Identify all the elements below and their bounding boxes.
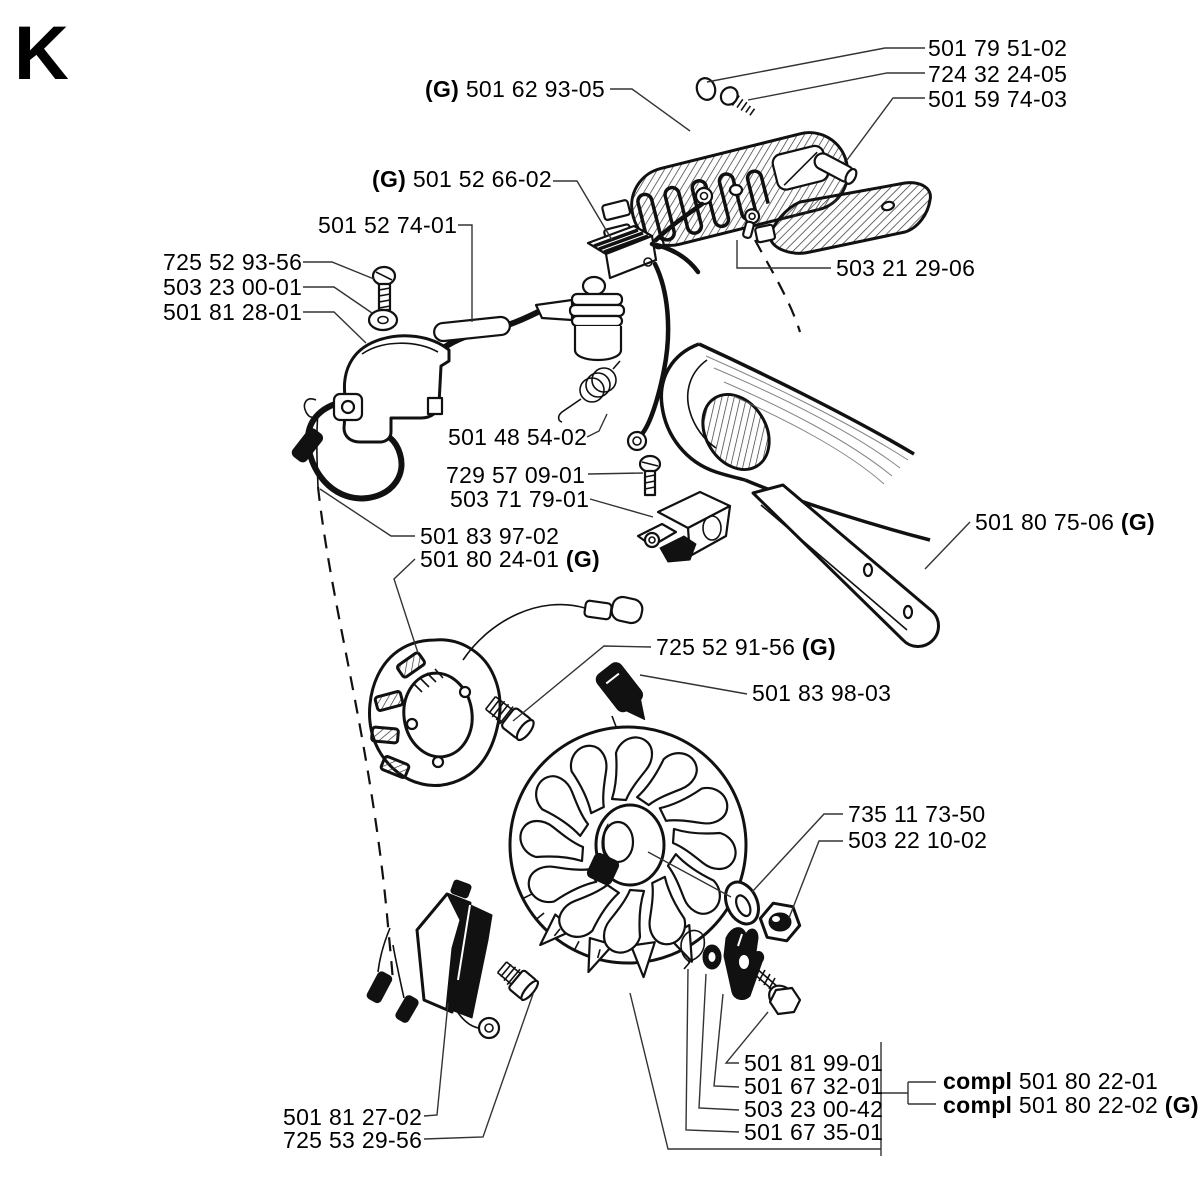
washer-top [695, 77, 717, 101]
part-label: 501 80 75-06 (G) [975, 509, 1155, 535]
pin [813, 152, 858, 185]
part-label: 501 81 28-01 [163, 299, 303, 325]
handle-shield-plate [754, 181, 932, 255]
coil-screw [371, 265, 397, 312]
part-label: 501 59 74-03 [928, 86, 1068, 112]
part-label: 501 48 54-02 [448, 424, 588, 450]
part-label: 501 83 98-03 [752, 680, 892, 706]
generator-plate [368, 595, 644, 788]
flywheel-washer [724, 880, 760, 926]
flange-screw [751, 965, 802, 1016]
module-mount-screw [496, 961, 540, 1002]
part-label: 501 67 35-01 [744, 1119, 884, 1145]
part-label: 724 32 24-05 [928, 61, 1068, 87]
small-washer [702, 944, 722, 970]
front-handle-tube [659, 342, 931, 542]
part-label: (G) 501 52 66-02 [372, 166, 552, 192]
trigger-module [636, 490, 732, 563]
part-label-compl: compl 501 80 22-01 [943, 1068, 1159, 1094]
wire-clip [680, 929, 706, 970]
part-label: 501 83 97-02 [420, 523, 560, 549]
part-label: 501 81 99-01 [744, 1050, 884, 1076]
ignition-module [366, 879, 501, 1040]
flywheel-nut [758, 901, 802, 943]
flywheel [508, 725, 748, 979]
part-label: 501 81 27-02 [283, 1104, 423, 1130]
part-label: 729 57 09-01 [446, 462, 586, 488]
part-label: 725 52 91-56 (G) [656, 634, 836, 660]
ignition-lead-wire [316, 486, 395, 983]
part-label: 503 22 10-02 [848, 827, 988, 853]
part-label: 501 79 51-02 [928, 35, 1068, 61]
clip-bracket [723, 927, 765, 1000]
ignition-coil [291, 334, 451, 502]
stop-switch [586, 224, 701, 452]
part-label: 501 80 24-01 (G) [420, 546, 600, 572]
part-label: 735 11 73-50 [848, 801, 986, 827]
element-lead-wire [653, 183, 802, 333]
leader-lines [303, 47, 971, 1156]
part-label: 725 52 93-56 [163, 249, 303, 275]
section-letter: K [14, 11, 69, 96]
part-label: 503 23 00-42 [744, 1096, 884, 1122]
stator-screw [485, 695, 535, 742]
spark-plug-boot [433, 275, 626, 362]
part-label: 501 67 32-01 [744, 1073, 884, 1099]
part-label: 501 52 74-01 [318, 212, 458, 238]
handle-bar [751, 483, 940, 648]
part-label: 725 53 29-56 [283, 1127, 423, 1153]
module-screw [638, 454, 662, 497]
part-label: 503 21 29-06 [836, 255, 976, 281]
coil-washer [367, 308, 399, 332]
part-label: 503 71 79-01 [450, 486, 590, 512]
part-label: (G) 501 62 93-05 [425, 76, 605, 102]
part-label: 503 23 00-01 [163, 274, 303, 300]
return-spring [557, 360, 621, 423]
part-label-compl: compl 501 80 22-02 (G) [943, 1092, 1199, 1118]
screw-top [719, 86, 756, 116]
